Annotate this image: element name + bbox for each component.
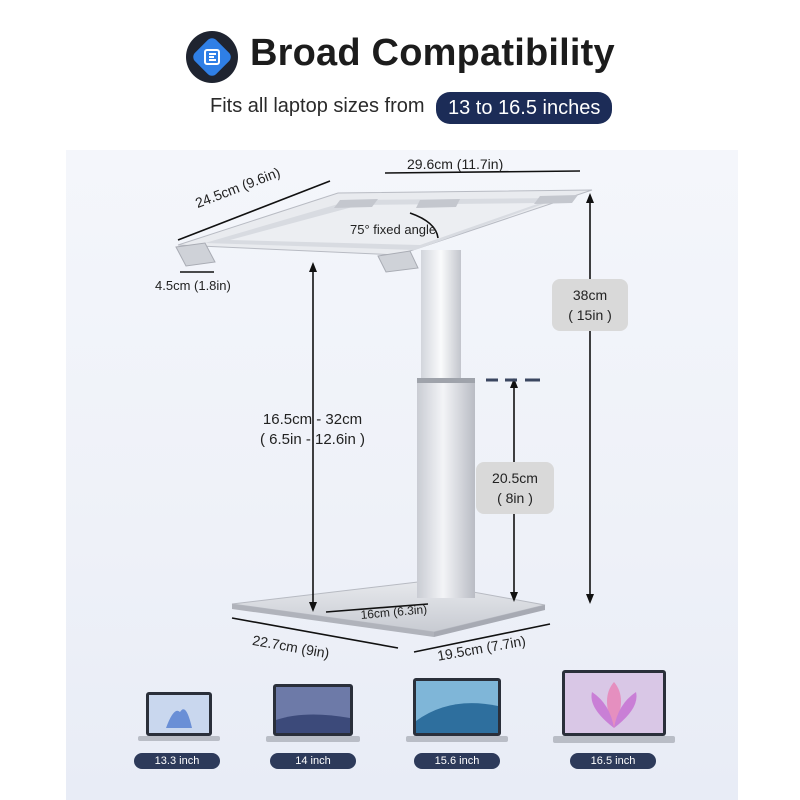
adjust-range-label: 16.5cm - 32cm ( 6.5in - 12.6in ) <box>250 410 375 450</box>
min-height-value: 20.5cm <box>492 470 538 486</box>
total-height-value: 38cm <box>572 287 608 303</box>
min-height-inches: ( 8in ) <box>497 490 533 506</box>
angle-label: 75° fixed angle <box>350 222 437 237</box>
top-width-label: 29.6cm (11.7in) <box>407 156 504 172</box>
compatibility-logo-icon <box>186 31 238 83</box>
laptop-15-size: 15.6 inch <box>414 753 500 769</box>
laptop-16-icon <box>553 670 675 743</box>
page-title: Broad Compatibility <box>250 32 615 74</box>
total-height-box: 38cm ( 15in ) <box>552 279 628 331</box>
adjust-range-cm: 16.5cm - 32cm <box>262 411 363 428</box>
laptop-13-size: 13.3 inch <box>134 753 220 769</box>
laptop-14-icon <box>266 684 360 742</box>
laptop-13-icon <box>138 692 220 741</box>
laptop-15-icon <box>406 678 508 742</box>
size-range-badge: 13 to 16.5 inches <box>436 92 613 124</box>
laptop-16-size: 16.5 inch <box>570 753 656 769</box>
laptop-14-size: 14 inch <box>270 753 356 769</box>
min-height-box: 20.5cm ( 8in ) <box>476 462 554 514</box>
subtitle-text: Fits all laptop sizes from <box>210 95 425 117</box>
adjust-range-in: ( 6.5in - 12.6in ) <box>259 431 366 448</box>
lip-label: 4.5cm (1.8in) <box>155 278 231 293</box>
total-height-inches: ( 15in ) <box>568 307 612 323</box>
